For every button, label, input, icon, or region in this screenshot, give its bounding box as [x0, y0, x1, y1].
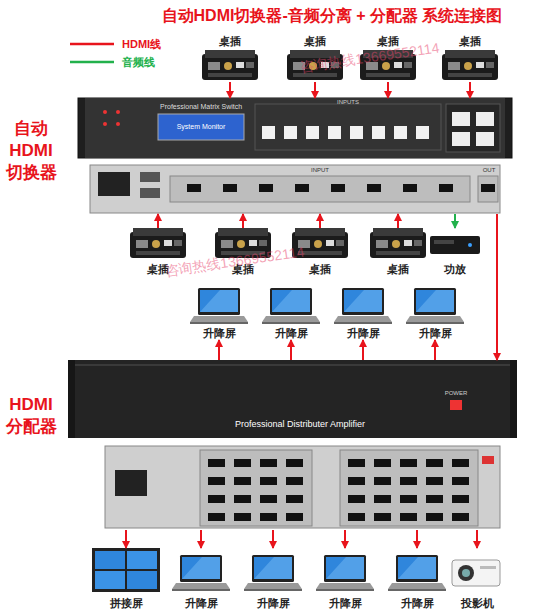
legend-line	[70, 43, 114, 46]
lift-screen: 升降屏	[262, 288, 320, 340]
device-label: 升降屏	[190, 326, 248, 340]
watermark: 咨询热线13669552114	[299, 25, 549, 75]
amplifier-icon	[430, 236, 480, 254]
hdmi-cable	[157, 214, 159, 228]
hdmi-cable	[125, 530, 127, 548]
audio-cable	[454, 214, 456, 228]
hdmi-cable	[469, 82, 471, 98]
hdmi-cable	[319, 214, 321, 228]
lift-screen: 升降屏	[244, 548, 302, 610]
lift-screen: 升降屏	[316, 548, 374, 610]
switcher-front-panel	[78, 98, 512, 158]
hdmi-cable	[272, 530, 274, 548]
hdmi-cable	[242, 214, 244, 228]
device-label: 桌插	[200, 34, 260, 48]
device-label: 升降屏	[316, 596, 374, 610]
hdmi-cable	[229, 82, 231, 98]
device-label: 升降屏	[262, 326, 320, 340]
lift-screen: 升降屏	[172, 548, 230, 610]
lift-screen: 升降屏	[406, 288, 464, 340]
projector-icon	[452, 560, 500, 586]
legend-text: HDMI线	[122, 37, 161, 51]
panel-text: POWER	[439, 390, 473, 397]
hdmi-cable	[290, 340, 292, 360]
device-label: 升降屏	[172, 596, 230, 610]
projector: 投影机	[448, 548, 506, 610]
device-label: 升降屏	[406, 326, 464, 340]
desk-socket: 桌插	[200, 34, 260, 82]
matrix-switcher: 自动 HDMI 切换器	[4, 98, 508, 214]
power-amplifier: 功放	[428, 228, 482, 276]
device-label: 桌插	[290, 262, 350, 276]
hdmi-cable	[434, 340, 436, 360]
hdmi-cable	[397, 214, 399, 228]
device-label: 升降屏	[334, 326, 392, 340]
hdmi-distributor: HDMI 分配器	[4, 360, 508, 530]
lift-screen-icons	[172, 288, 464, 591]
device-label: 桌插	[368, 262, 428, 276]
watermark: 咨询热线13669552114	[164, 231, 404, 280]
distributor-front-panel	[68, 360, 517, 438]
device-label: 升降屏	[388, 596, 446, 610]
desk-socket: 桌插	[440, 34, 500, 82]
lift-screen: 升降屏	[334, 288, 392, 340]
legend-text: 音频线	[122, 55, 155, 69]
hdmi-cable	[314, 82, 316, 98]
lift-screen: 升降屏	[190, 288, 248, 340]
device-label: 升降屏	[244, 596, 302, 610]
lift-screen: 升降屏	[388, 548, 446, 610]
device-label: 桌插	[285, 34, 345, 48]
hdmi-cable	[416, 530, 418, 548]
device-heading: HDMI 分配器	[4, 394, 58, 438]
desk-socket: 桌插	[368, 228, 428, 276]
hdmi-cable	[362, 340, 364, 360]
panel-text: INPUTS	[318, 99, 378, 106]
hdmi-cable	[476, 530, 478, 548]
panel-text: Professional Matrix Switch	[160, 103, 280, 111]
hdmi-cable	[200, 530, 202, 548]
device-label: 桌插	[440, 34, 500, 48]
device-label: 投影机	[448, 596, 506, 610]
hdmi-cable	[387, 82, 389, 98]
device-label: 拼接屏	[90, 596, 162, 610]
diagram-title: 自动HDMI切换器-音频分离 + 分配器 系统连接图	[118, 6, 546, 26]
hdmi-cable	[218, 340, 220, 360]
device-label: 功放	[428, 262, 482, 276]
hdmi-cable	[496, 214, 498, 360]
distributor-rear-panel	[105, 446, 500, 528]
port-label: INPUT	[290, 167, 350, 174]
legend-line	[70, 61, 114, 64]
panel-text: Professional Distributer Amplifier	[180, 420, 420, 430]
video-wall-icon	[92, 548, 160, 592]
device-heading: 自动 HDMI 切换器	[4, 118, 58, 184]
hdmi-cable	[344, 530, 346, 548]
video-wall: 拼接屏	[90, 548, 162, 610]
switcher-rear-panel	[90, 165, 500, 213]
port-label: OUT	[474, 167, 504, 174]
panel-text: System Monitor	[158, 123, 244, 131]
